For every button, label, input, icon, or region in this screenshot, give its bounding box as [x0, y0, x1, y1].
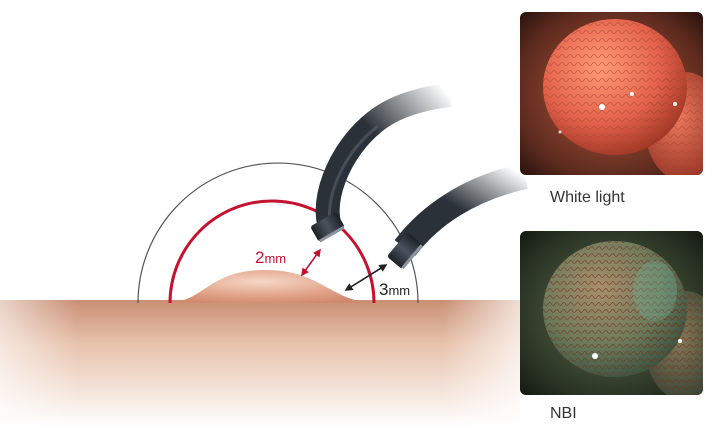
- label-2mm-unit: mm: [264, 251, 286, 266]
- endoscope-far: [387, 176, 525, 270]
- white-light-caption: White light: [550, 189, 625, 207]
- nbi-caption: NBI: [550, 405, 577, 423]
- label-3mm: 3mm: [379, 280, 410, 300]
- label-3mm-unit: mm: [388, 283, 410, 298]
- tissue-surface: [0, 300, 520, 428]
- white-light-image: [520, 12, 703, 175]
- lesion: [170, 270, 372, 303]
- arrow-2mm: [302, 250, 320, 275]
- nbi-image: [520, 231, 703, 395]
- label-2mm: 2mm: [255, 248, 286, 268]
